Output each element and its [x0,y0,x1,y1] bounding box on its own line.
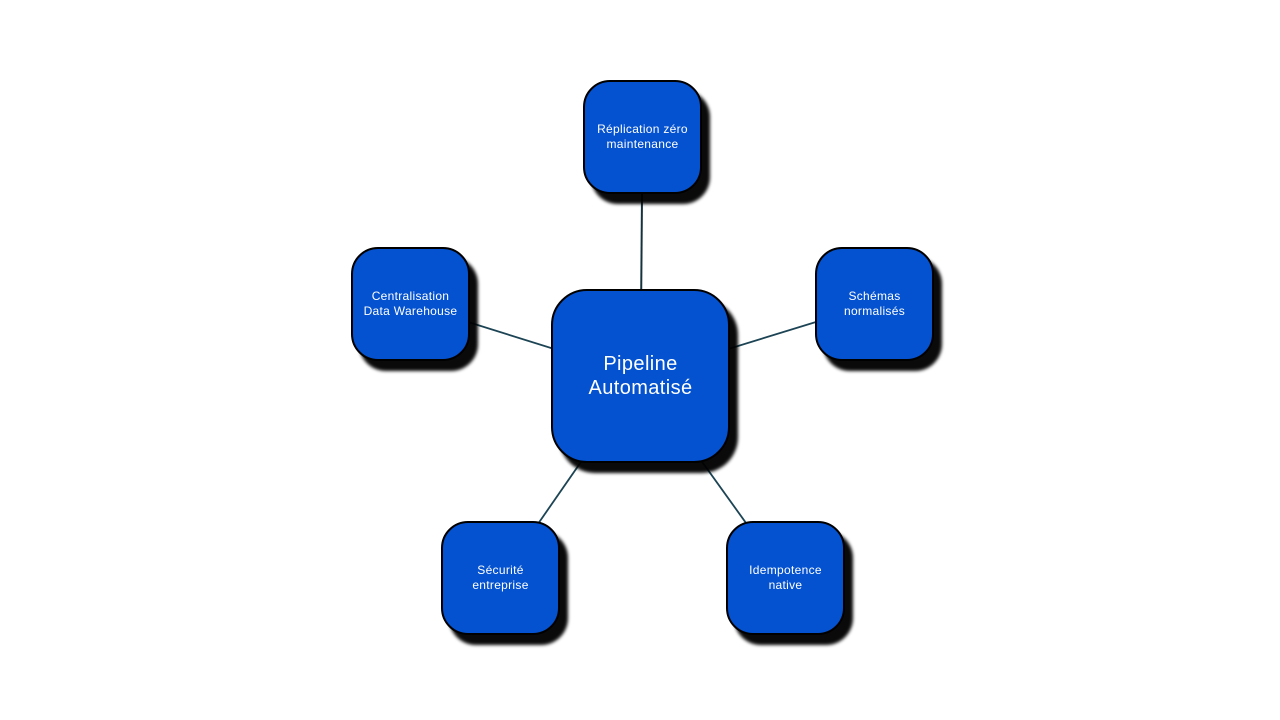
node-label-line1: Centralisation [371,288,450,303]
node-label-line2: Data Warehouse [363,304,458,318]
central-node-label-line2: Automatisé [588,377,693,399]
node-pipeline-central: Pipeline Automatisé [551,289,730,463]
central-node-label-line1: Pipeline [603,352,678,375]
node-idempotence-native: Idempotence native [726,521,845,635]
node-schemas-normalises: Schémas normalisés [815,247,934,361]
node-label-line2: normalisés [843,304,906,318]
node-label-line1: Réplication zéro [597,121,688,136]
node-label-line1: Schémas [848,288,901,303]
node-replication-zero-maintenance: Réplication zéro maintenance [583,80,702,194]
node-securite-entreprise: Sécurité entreprise [441,521,560,635]
node-label-line2: maintenance [606,137,679,151]
node-label-line2: entreprise [472,578,529,592]
node-centralisation-data-warehouse: Centralisation Data Warehouse [351,247,470,361]
node-label-line2: native [768,578,803,592]
node-label-line1: Idempotence [749,562,822,577]
node-label-line1: Sécurité [477,562,524,577]
